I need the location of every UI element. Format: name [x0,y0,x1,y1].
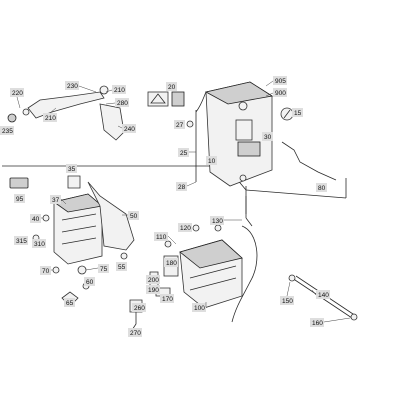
callout-260: 260 [132,303,146,312]
callout-130: 130 [210,216,242,225]
callout-60: 60 [84,277,95,286]
callout-25: 25 [178,148,196,157]
svg-text:190: 190 [148,287,159,294]
svg-text:70: 70 [42,268,50,275]
svg-text:180: 180 [166,260,177,267]
svg-text:160: 160 [312,320,323,327]
svg-text:220: 220 [12,90,23,97]
callout-75: 75 [85,264,109,273]
svg-text:10: 10 [208,158,216,165]
svg-text:170: 170 [162,296,173,303]
callout-80: 80 [316,183,327,192]
callout-210: 210 [43,107,57,122]
center-module-assembly [129,217,258,331]
callout-65: 65 [64,298,75,307]
callout-30: 30 [262,132,273,141]
callout-200: 200 [146,275,160,284]
callout-120: 120 [178,223,192,232]
callout-270: 270 [128,328,142,337]
svg-text:200: 200 [148,277,159,284]
callout-70: 70 [40,266,53,275]
bracket-assembly [7,85,125,141]
svg-text:35: 35 [68,166,76,173]
svg-text:25: 25 [180,150,188,157]
svg-text:150: 150 [282,298,293,305]
svg-text:30: 30 [264,134,272,141]
svg-text:210: 210 [45,115,56,122]
svg-text:95: 95 [16,196,24,203]
callout-900: 900 [265,88,287,97]
svg-text:27: 27 [176,122,184,129]
svg-text:240: 240 [124,126,135,133]
callout-150: 150 [280,281,294,305]
svg-text:260: 260 [134,305,145,312]
callout-190: 190 [146,285,160,294]
svg-text:230: 230 [67,83,78,90]
callout-170: 170 [160,294,174,303]
callout-15: 15 [292,108,303,117]
svg-text:905: 905 [275,78,286,85]
callout-280: 280 [105,98,129,107]
callout-40: 40 [30,214,43,223]
callout-100: 100 [192,302,207,312]
svg-text:280: 280 [117,100,128,107]
callout-235: 235 [0,126,14,135]
callout-220: 220 [10,88,24,109]
callout-230: 230 [65,81,97,93]
tank-assembly [147,81,337,214]
svg-text:310: 310 [34,241,45,248]
svg-text:210: 210 [114,87,125,94]
callout-310: 310 [32,239,46,248]
svg-text:20: 20 [168,84,176,91]
svg-text:65: 65 [66,300,74,307]
callout-50: 50 [122,211,139,220]
callout-180: 180 [164,258,178,267]
svg-text:60: 60 [86,279,94,286]
svg-text:100: 100 [194,305,205,312]
callout-210: 210 [105,85,126,94]
svg-text:315: 315 [16,238,27,245]
callout-110: 110 [154,232,177,245]
callout-55: 55 [116,262,127,271]
svg-text:110: 110 [156,234,167,241]
svg-text:40: 40 [32,216,40,223]
svg-text:900: 900 [275,90,286,97]
svg-text:55: 55 [118,264,126,271]
callout-20: 20 [166,82,177,91]
svg-text:28: 28 [178,184,186,191]
callout-28: 28 [176,181,197,191]
svg-text:120: 120 [180,225,191,232]
callout-10: 10 [206,156,217,165]
callout-35: 35 [66,164,77,173]
svg-text:37: 37 [52,197,60,204]
svg-text:75: 75 [100,266,108,273]
callouts: 230 220 210 210 280 235 240 20 905 900 1… [0,76,351,337]
svg-text:270: 270 [130,330,141,337]
callout-160: 160 [310,317,351,327]
svg-text:50: 50 [130,213,138,220]
callout-240: 240 [117,124,136,133]
svg-text:80: 80 [318,185,326,192]
callout-905: 905 [265,76,287,87]
svg-text:15: 15 [294,110,302,117]
callout-27: 27 [174,120,185,129]
callout-37: 37 [50,195,67,205]
callout-140: 140 [311,289,330,299]
svg-text:130: 130 [212,218,223,225]
callout-95: 95 [14,194,25,203]
svg-text:235: 235 [2,128,13,135]
callout-315: 315 [14,236,28,245]
control-module-assembly [9,175,135,307]
svg-text:140: 140 [318,292,329,299]
